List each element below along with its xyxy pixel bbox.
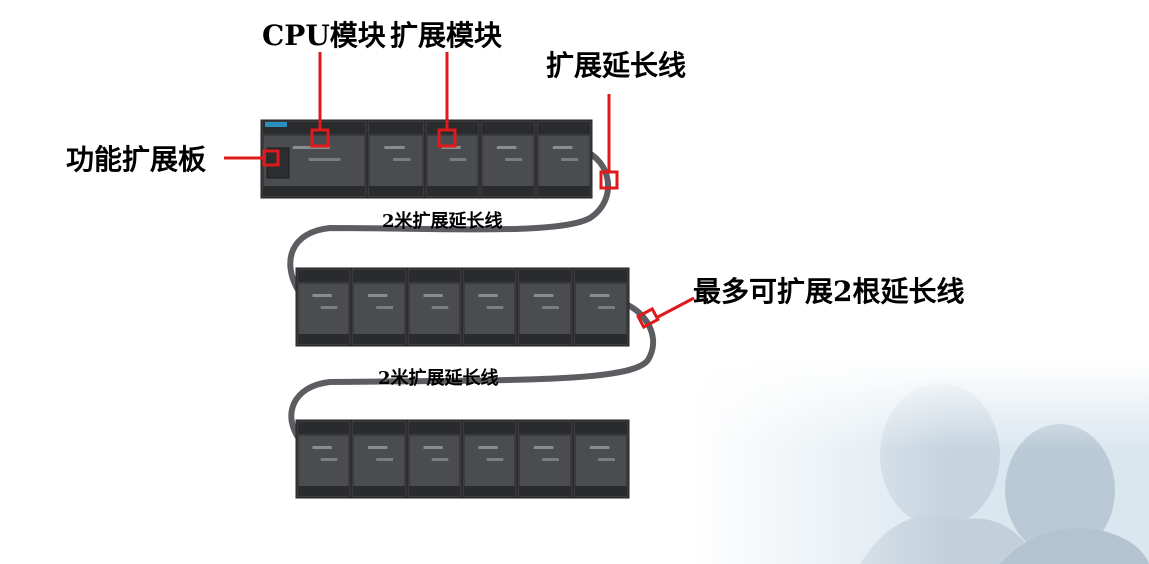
rack-3-module-2-label-strip	[376, 458, 393, 461]
rack-2-module-6-bottom-cover	[575, 334, 627, 344]
rack-3-module-2-top-cover	[353, 422, 405, 434]
rack-2-module-3-led-strip	[424, 294, 443, 297]
rack-2-module-3-label-strip	[432, 306, 449, 309]
rack-2-module-6-led-strip	[590, 294, 610, 297]
expansion-module-3-led-strip	[497, 146, 517, 149]
expansion-module-2-label-strip	[450, 158, 467, 161]
rack-3-module-4-label-strip	[487, 458, 504, 461]
expansion-module-1-label-strip	[393, 158, 410, 161]
rack-3-module-6-top-cover	[575, 422, 627, 434]
rack-3-module-5-led-strip	[534, 446, 554, 449]
rack-2-module-2-label-strip	[376, 306, 393, 309]
rack-2-module-4-top-cover	[464, 270, 515, 282]
rack-3-module-4-led-strip	[479, 446, 498, 449]
max-cables-label: 最多可扩展2根延长线	[693, 278, 964, 306]
rack-2-module-2-top-cover	[353, 270, 405, 282]
rack-3-module-4-bottom-cover	[464, 486, 515, 496]
expansion-module-1-bottom-cover	[369, 186, 423, 196]
rack-3-module-6-led-strip	[590, 446, 610, 449]
rack-3-module-5-top-cover	[519, 422, 571, 434]
expansion-module-1-top-cover	[369, 122, 423, 134]
cpu-module-label: CPU模块	[262, 22, 386, 50]
rack-2-module-2-led-strip	[368, 294, 388, 297]
rack-2-module-4-label-strip	[487, 306, 504, 309]
rack-2-module-1-label-strip	[321, 306, 338, 309]
cpu-module-bottom-cover	[263, 186, 365, 196]
rack-3-module-5-bottom-cover	[519, 486, 571, 496]
rack-2-module-2-bottom-cover	[353, 334, 405, 344]
rack-2-module-1-led-strip	[313, 294, 332, 297]
rack-3-module-1-led-strip	[313, 446, 332, 449]
rack-3-module-6-label-strip	[598, 458, 615, 461]
rack-3-module-1-bottom-cover	[298, 486, 349, 496]
rack-2-module-5-label-strip	[542, 306, 559, 309]
expansion-module-2-bottom-cover	[427, 186, 478, 196]
cpu-module-label-strip	[309, 158, 341, 161]
expansion-cable-label: 扩展延长线	[546, 52, 686, 80]
expansion-module-4-top-cover	[538, 122, 590, 134]
rack-2-module-6-label-strip	[598, 306, 615, 309]
expansion-module-4-led-strip	[553, 146, 573, 149]
rack-3-module-1-top-cover	[298, 422, 349, 434]
rack-3-module-3-led-strip	[424, 446, 443, 449]
rack-2-module-1-top-cover	[298, 270, 349, 282]
expansion-module-4-bottom-cover	[538, 186, 590, 196]
rack-2-module-1-bottom-cover	[298, 334, 349, 344]
expansion-module-3-bottom-cover	[482, 186, 534, 196]
rack-2-module-5-top-cover	[519, 270, 571, 282]
rack-2-module-3-top-cover	[409, 270, 460, 282]
cable-2m-label-first: 2米扩展延长线	[382, 213, 503, 231]
expansion-module-label: 扩展模块	[390, 22, 502, 50]
expansion-module-4-label-strip	[561, 158, 578, 161]
rack-3-module-1-label-strip	[321, 458, 338, 461]
expansion-module-3-label-strip	[505, 158, 522, 161]
expansion-module-2-top-cover	[427, 122, 478, 134]
rack-2-module-5-led-strip	[534, 294, 554, 297]
function-board-label: 功能扩展板	[66, 146, 206, 174]
expansion-module-1-led-strip	[384, 146, 404, 149]
rack-2-module-5-bottom-cover	[519, 334, 571, 344]
rack-2-module-3-bottom-cover	[409, 334, 460, 344]
rack-3-module-2-bottom-cover	[353, 486, 405, 496]
rack-2-module-6-top-cover	[575, 270, 627, 282]
expansion-module-3-top-cover	[482, 122, 534, 134]
cable-2m-label-second: 2米扩展延长线	[378, 370, 499, 388]
rack-3-module-3-label-strip	[432, 458, 449, 461]
rack-3-module-6-bottom-cover	[575, 486, 627, 496]
siemens-logo-mark	[265, 122, 287, 127]
rack-3-module-5-label-strip	[542, 458, 559, 461]
rack-2-module-4-bottom-cover	[464, 334, 515, 344]
rack-3-module-3-top-cover	[409, 422, 460, 434]
rack-3-module-4-top-cover	[464, 422, 515, 434]
rack-2-module-4-led-strip	[479, 294, 498, 297]
max-cables-callout-line	[656, 298, 694, 318]
rack-3-module-3-bottom-cover	[409, 486, 460, 496]
rack-3-module-2-led-strip	[368, 446, 388, 449]
